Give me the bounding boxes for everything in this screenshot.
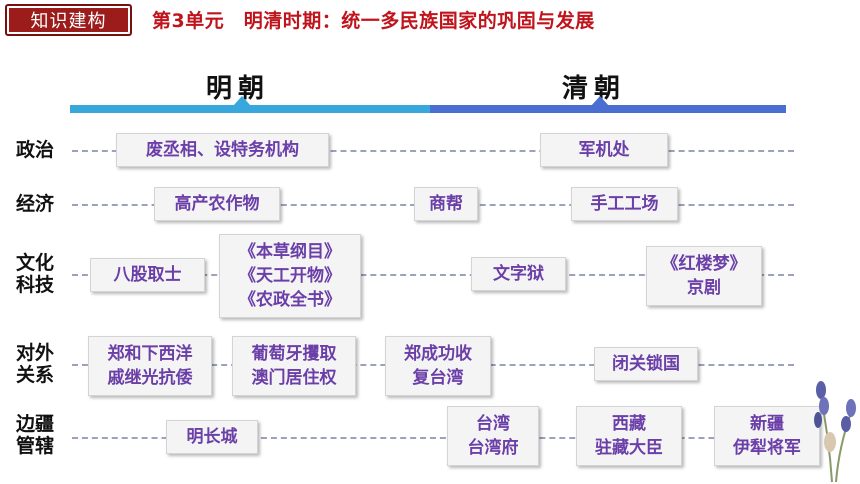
event-text: 台湾府 (467, 438, 519, 458)
row-connector-culture (72, 274, 794, 276)
row-label-line: 管辖 (16, 435, 55, 457)
event-text: 郑和下西洋 (107, 344, 193, 364)
event-text: 京剧 (687, 278, 721, 298)
event-box: 商帮 (414, 187, 478, 221)
event-text: 澳门居住权 (251, 368, 337, 388)
event-text: 手工工场 (590, 194, 659, 214)
event-box: 明长城 (166, 420, 258, 454)
row-label-frontier: 边疆 管辖 (16, 413, 54, 457)
event-text: 《农政全书》 (239, 290, 341, 310)
event-text: 伊犁将军 (733, 438, 801, 458)
event-text: 文字狱 (493, 264, 544, 284)
timeline-bar-ming (70, 105, 430, 113)
row-label-line: 科技 (16, 274, 55, 296)
event-box: 八股取士 (90, 258, 205, 292)
row-label-line: 经济 (16, 193, 55, 215)
row-label-politics: 政治 (16, 139, 54, 161)
event-text: 军机处 (578, 140, 630, 160)
row-label-culture: 文化 科技 (16, 252, 54, 296)
event-text: 台湾 (476, 414, 510, 434)
event-text: 《红楼梦》 (661, 254, 747, 274)
event-box: 新疆 伊犁将军 (714, 406, 820, 466)
page-title: 第3单元 明清时期：统一多民族国家的巩固与发展 (152, 10, 595, 32)
row-label-line: 文化 (16, 252, 55, 274)
event-text: 戚继光抗倭 (107, 368, 193, 388)
event-text: 高产农作物 (174, 194, 260, 214)
lavender-decoration-icon (814, 381, 856, 483)
event-text: 郑成功收 (404, 344, 472, 364)
event-box: 废丞相、设特务机构 (116, 133, 329, 167)
event-box: 《本草纲目》 《天工开物》 《农政全书》 (219, 234, 361, 318)
row-label-foreign: 对外 关系 (16, 342, 54, 386)
event-text: 西藏 (612, 414, 646, 434)
row-label-line: 边疆 (16, 413, 55, 435)
event-box: 葡萄牙攫取 澳门居住权 (232, 336, 356, 396)
row-label-line: 对外 (16, 342, 55, 364)
row-label-economy: 经济 (16, 193, 54, 215)
event-text: 复台湾 (412, 368, 464, 388)
event-text: 《本草纲目》 (239, 242, 341, 262)
event-text: 新疆 (750, 414, 784, 434)
row-connector-frontier (72, 437, 794, 439)
section-badge: 知识建构 (5, 4, 132, 36)
event-box: 《红楼梦》 京剧 (646, 246, 762, 306)
event-box: 台湾 台湾府 (447, 406, 539, 466)
event-box: 郑和下西洋 戚继光抗倭 (88, 336, 212, 396)
event-box: 高产农作物 (154, 187, 280, 221)
section-badge-label: 知识建构 (9, 8, 128, 32)
event-text: 八股取士 (113, 265, 182, 285)
event-box: 文字狱 (471, 257, 566, 291)
event-box: 军机处 (540, 133, 668, 167)
timeline-pointer-ming (233, 96, 251, 106)
timeline-bar-qing (430, 105, 786, 113)
event-text: 驻藏大臣 (595, 438, 663, 458)
event-text: 葡萄牙攫取 (251, 344, 337, 364)
event-box: 西藏 驻藏大臣 (576, 406, 682, 466)
timeline-pointer-qing (591, 96, 609, 106)
event-text: 明长城 (186, 427, 238, 447)
row-label-line: 政治 (16, 139, 55, 161)
event-text: 闭关锁国 (612, 354, 680, 374)
event-text: 废丞相、设特务机构 (146, 140, 299, 160)
event-box: 手工工场 (571, 187, 678, 221)
event-text: 商帮 (429, 194, 463, 214)
event-box: 郑成功收 复台湾 (385, 336, 491, 396)
event-box: 闭关锁国 (594, 347, 698, 381)
row-label-line: 关系 (16, 364, 55, 386)
row-connector-politics (72, 150, 794, 152)
event-text: 《天工开物》 (239, 266, 341, 286)
